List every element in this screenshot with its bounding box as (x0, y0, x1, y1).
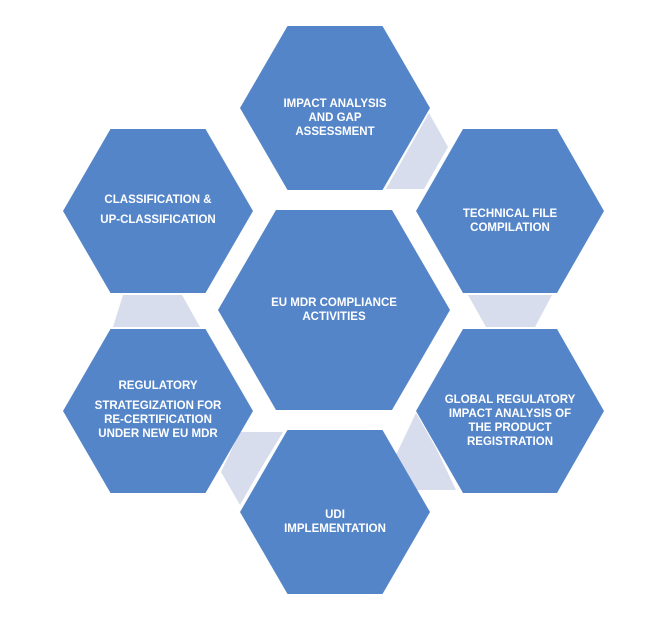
label-line: GLOBAL REGULATORY (444, 394, 576, 406)
label-line: RE-CERTIFICATION (104, 414, 212, 426)
label-line: REGULATORY (118, 380, 198, 392)
hexagon-technical-file (416, 129, 604, 293)
label-line: ASSESSMENT (295, 126, 375, 138)
label-line: EU MDR COMPLIANCE (271, 297, 397, 309)
label-line: IMPACT ANALYSIS (283, 98, 387, 110)
hexagon-global-regulatory (416, 329, 604, 493)
connector-top-right-to-bottom-right (468, 295, 552, 327)
regulatory-strategization-label: REGULATORY STRATEGIZATION FOR RE-CERTIFI… (95, 379, 222, 441)
hexagon-udi-implementation (240, 430, 430, 594)
udi-implementation-label: UDI IMPLEMENTATION (284, 508, 386, 536)
label-line: ACTIVITIES (302, 311, 366, 323)
label-line: IMPACT ANALYSIS OF (448, 408, 572, 420)
label-line: CLASSIFICATION & (104, 194, 212, 206)
label-line: THE PRODUCT (468, 422, 552, 434)
connector-bottom-right-to-bottom (396, 413, 456, 490)
label-line: TECHNICAL FILE (462, 208, 558, 220)
technical-file-label: TECHNICAL FILE COMPILATION (463, 207, 557, 235)
connector-bottom-to-bottom-left (221, 432, 283, 505)
classification-label: CLASSIFICATION & UP-CLASSIFICATION (100, 193, 215, 227)
label-line: REGISTRATION (466, 436, 554, 448)
hexagon-impact-analysis (240, 26, 430, 190)
label-line: UNDER NEW EU MDR (98, 428, 218, 440)
hexagon-regulatory-strategization (63, 329, 253, 493)
global-regulatory-label: GLOBAL REGULATORY IMPACT ANALYSIS OF THE… (445, 393, 576, 449)
connector-top-to-top-right (386, 113, 448, 189)
label-line: IMPLEMENTATION (284, 523, 386, 535)
label-line: AND GAP (308, 112, 362, 124)
connector-bottom-left-to-top-left (113, 295, 200, 327)
label-line: STRATEGIZATION FOR (94, 400, 222, 412)
label-line: UDI (325, 509, 345, 521)
label-line: COMPILATION (470, 222, 550, 234)
center-hexagon (218, 210, 450, 410)
label-line: UP-CLASSIFICATION (100, 214, 216, 226)
center-hexagon-label: EU MDR COMPLIANCE ACTIVITIES (271, 296, 397, 324)
impact-analysis-label: IMPACT ANALYSIS AND GAP ASSESSMENT (283, 97, 386, 139)
hexagon-classification (63, 129, 253, 293)
